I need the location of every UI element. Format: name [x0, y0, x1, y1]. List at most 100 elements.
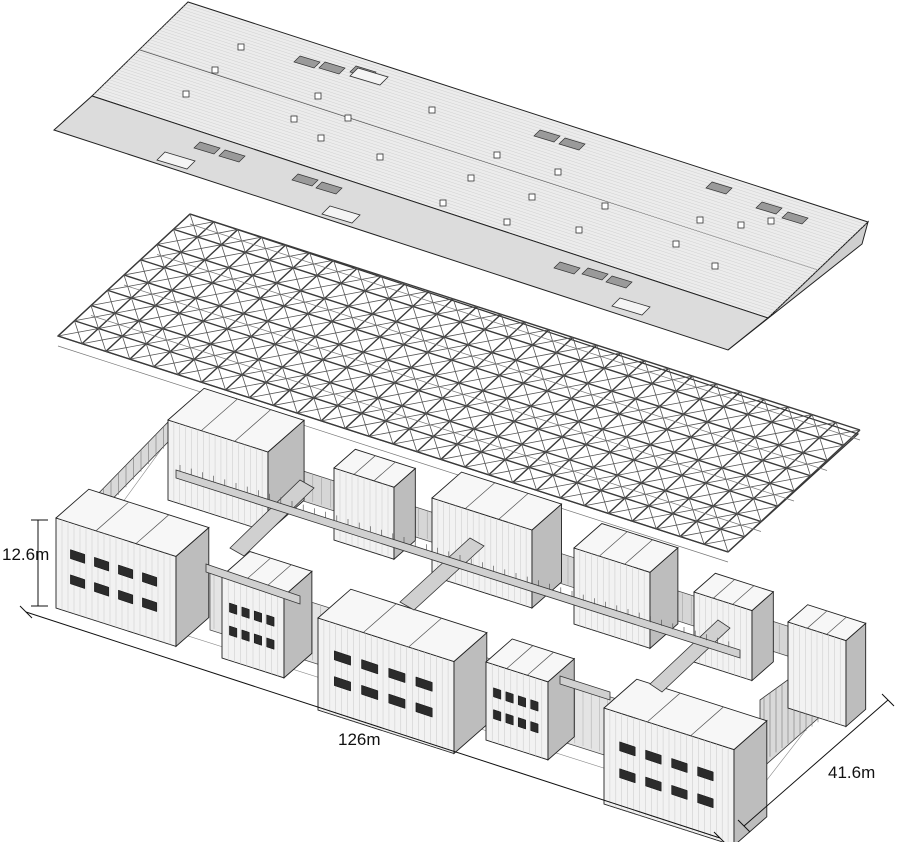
frame-diagonal	[672, 513, 681, 537]
block-window	[505, 691, 514, 704]
roof-hatch-line	[142, 46, 821, 268]
block-window	[505, 713, 514, 726]
roof-hatch-line	[137, 51, 816, 273]
block-window	[493, 687, 502, 700]
block-top-face	[317, 588, 488, 663]
frame-diagonal	[346, 367, 355, 391]
roof-hatch	[349, 67, 389, 86]
frame-diagonal	[747, 414, 756, 438]
roof-hatch-line	[115, 72, 794, 295]
roof-skylight	[705, 181, 733, 195]
frame-diagonal	[283, 305, 292, 330]
frame-diagonal	[322, 359, 331, 383]
roof-vent	[439, 199, 447, 207]
frame-diagonal	[561, 436, 570, 460]
frame-diagonal	[633, 459, 642, 484]
frame-diagonal	[513, 421, 523, 445]
frame-diagonal	[579, 360, 589, 384]
frame-diagonal	[289, 390, 298, 414]
width-label: 41.6m	[828, 763, 876, 782]
block-partition	[353, 455, 376, 475]
frame-diagonal	[508, 337, 517, 361]
block-partition	[826, 616, 847, 635]
roof-hatch-line	[161, 27, 841, 249]
roof-hatch-line	[180, 8, 861, 230]
frame-diagonal	[442, 398, 451, 422]
frame-diagonal	[131, 297, 140, 322]
block-top-face	[333, 448, 417, 488]
roof-hatch-line	[183, 6, 864, 228]
roof-vent	[428, 106, 436, 114]
frame-diagonal	[107, 290, 116, 314]
frame-diagonal	[211, 282, 221, 306]
frame-diagonal	[220, 244, 230, 268]
frame-diagonal	[412, 306, 421, 330]
roof-vent	[376, 153, 384, 161]
block-window	[530, 721, 539, 734]
frame-diagonal	[552, 474, 561, 499]
roof-skylight	[755, 201, 783, 215]
frame-diagonal	[370, 374, 379, 399]
block-partition	[624, 539, 653, 565]
block-window	[645, 776, 662, 792]
frame-diagonal	[624, 498, 633, 522]
frame-diagonal	[409, 428, 418, 452]
frame-lower-chord	[90, 315, 762, 532]
frame-diagonal	[771, 421, 780, 446]
frame-diagonal	[499, 375, 508, 399]
block-window	[253, 633, 262, 646]
block-window	[361, 684, 379, 701]
frame-diagonal	[603, 367, 613, 392]
block-window	[388, 693, 406, 709]
roof-vent	[528, 193, 536, 201]
roof-vent	[601, 202, 609, 210]
block-partition	[498, 493, 529, 520]
walkway	[205, 563, 301, 605]
frame-diagonal	[355, 329, 364, 353]
roof-vent	[672, 240, 680, 248]
frame-diagonal	[666, 429, 675, 453]
block-partition	[599, 531, 628, 557]
frame-diagonal	[696, 521, 705, 545]
length-label: 126m	[338, 730, 381, 749]
dimension-lines	[19, 519, 895, 842]
frame-diagonal	[570, 398, 580, 422]
frame-diagonal	[456, 444, 466, 468]
frame-diagonal	[98, 328, 107, 352]
block-window	[229, 625, 238, 638]
length-tick-left	[19, 605, 33, 619]
frame-diagonal	[388, 298, 397, 322]
block-partition	[647, 692, 681, 723]
frame-diagonal	[489, 413, 499, 437]
frame-diagonal	[819, 437, 828, 461]
frame-diagonal	[555, 352, 565, 376]
frame-diagonal	[145, 343, 155, 367]
frame-diagonal	[361, 413, 370, 437]
block-window	[334, 650, 351, 666]
frame-diagonal	[169, 351, 179, 375]
frame-diagonal	[298, 351, 307, 376]
frame-diagonal	[427, 352, 436, 376]
connecting-bridges	[175, 465, 741, 701]
frame-diagonal	[522, 383, 532, 407]
frame-diagonal	[690, 437, 699, 461]
height-label: 12.6m	[2, 545, 50, 564]
block-window	[142, 597, 158, 612]
block-window	[118, 589, 134, 605]
frame-lower-chord	[189, 223, 861, 441]
frame-diagonal	[537, 428, 547, 453]
frame-diagonal	[316, 275, 325, 299]
block-window	[253, 610, 262, 623]
frame-diagonal	[226, 328, 235, 352]
roof-hatch-line	[156, 32, 836, 254]
roof-layer	[53, 1, 869, 351]
roof-hatch-line	[106, 81, 784, 304]
frame-lower-chord	[123, 284, 795, 502]
block-partition	[690, 706, 724, 736]
roof-hatch	[156, 151, 196, 170]
block-top-face	[55, 488, 210, 557]
roof-skylight	[318, 61, 346, 75]
roof-hatch-line	[159, 29, 839, 252]
frame-diagonal	[178, 313, 188, 337]
frame-diagonal	[642, 421, 651, 445]
